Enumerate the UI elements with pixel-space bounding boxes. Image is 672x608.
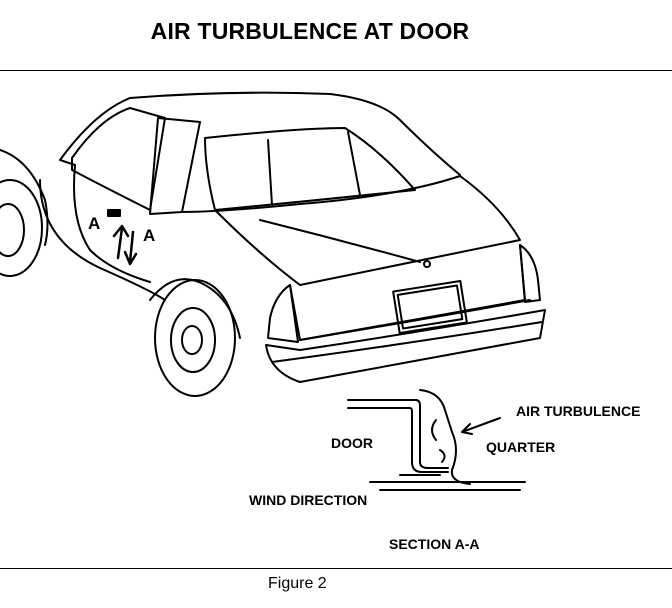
right-tail-light [519, 244, 541, 303]
label-door: DOOR [331, 435, 373, 451]
label-section: SECTION A-A [389, 536, 480, 552]
label-wind-direction: WIND DIRECTION [249, 492, 368, 508]
left-tail-light [267, 284, 299, 343]
rear-wheel [154, 279, 236, 397]
label-air-turbulence: AIR TURBULENCE [516, 403, 641, 419]
roof-outline [59, 91, 461, 176]
trunk-lock [423, 260, 431, 268]
license-plate [392, 279, 468, 335]
figure-caption: Figure 2 [268, 575, 327, 592]
diagram-title: AIR TURBULENCE AT DOOR [150, 18, 470, 44]
front-wheel [0, 179, 43, 277]
front-wheel-arch [0, 149, 49, 246]
rear-window [204, 127, 416, 211]
section-mark-right: A [143, 226, 156, 245]
section-detail [347, 389, 526, 491]
section-mark-left: A [88, 214, 101, 233]
door-handle [107, 209, 121, 217]
airflow-arrow-1 [112, 224, 130, 260]
body-side [39, 179, 166, 301]
label-quarter: QUARTER [486, 439, 556, 455]
car-illustration [0, 91, 546, 491]
airflow-arrow-2 [123, 230, 138, 266]
top-divider [0, 70, 672, 71]
trunk-lid [214, 175, 521, 286]
bottom-divider [0, 568, 672, 569]
rear-bumper [265, 309, 546, 383]
